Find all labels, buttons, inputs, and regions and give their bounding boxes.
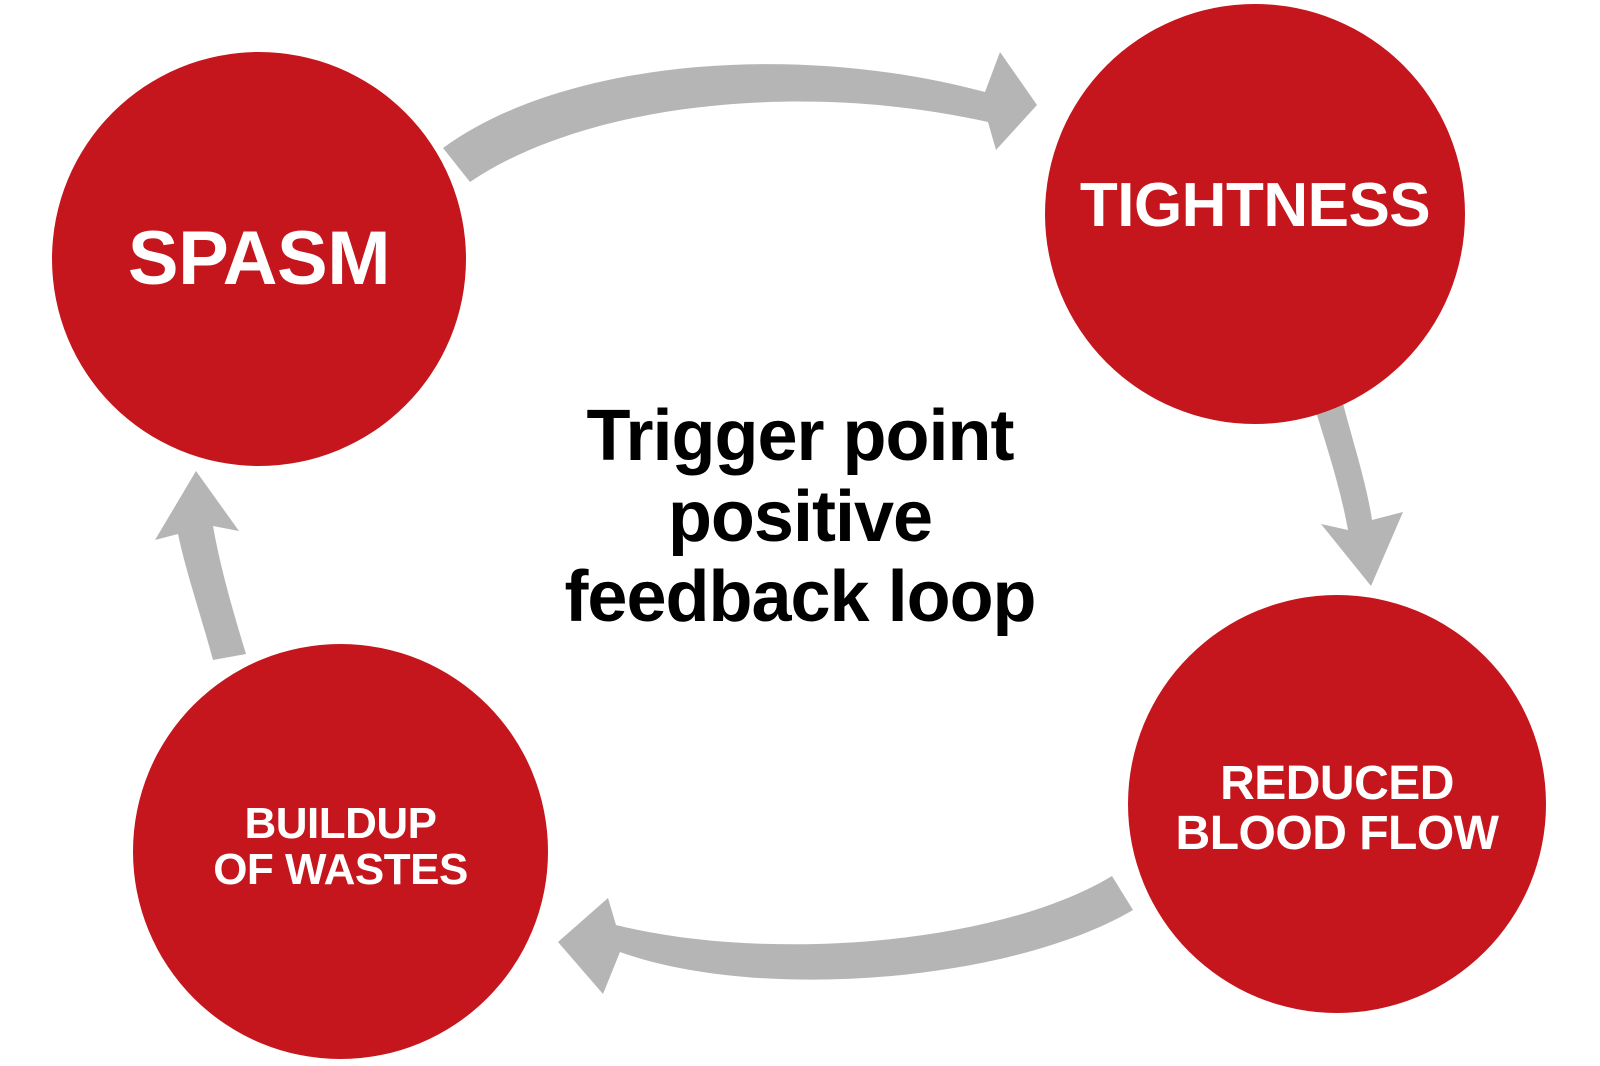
node-reduced-blood-flow-label: REDUCED BLOOD FLOW xyxy=(1176,759,1499,859)
node-buildup-of-wastes-label-line2: OF WASTES xyxy=(213,844,468,894)
arrow-buildup-to-spasm xyxy=(155,471,246,660)
diagram-title: Trigger point positive feedback loop xyxy=(440,396,1160,638)
node-buildup-of-wastes-label-line1: BUILDUP xyxy=(244,798,437,848)
node-tightness-label: TIGHTNESS xyxy=(1079,170,1431,240)
arrow-tightness-to-reduced-blood-flow xyxy=(1311,388,1403,586)
diagram-title-line3: feedback loop xyxy=(564,557,1036,638)
node-tightness[interactable]: TIGHTNESS xyxy=(1045,4,1465,424)
diagram-title-line2: positive xyxy=(667,476,933,557)
node-reduced-blood-flow-label-line2: BLOOD FLOW xyxy=(1175,807,1499,860)
arrow-spasm-to-tightness xyxy=(443,52,1037,182)
node-buildup-of-wastes[interactable]: BUILDUP OF WASTES xyxy=(133,644,548,1059)
node-spasm[interactable]: SPASM xyxy=(52,52,466,466)
node-reduced-blood-flow[interactable]: REDUCED BLOOD FLOW xyxy=(1128,595,1546,1013)
diagram-title-line1: Trigger point xyxy=(586,396,1015,476)
node-spasm-label: SPASM xyxy=(127,216,391,302)
node-reduced-blood-flow-label-line1: REDUCED xyxy=(1220,757,1454,811)
node-buildup-of-wastes-label: BUILDUP OF WASTES xyxy=(213,798,468,894)
arrow-reduced-blood-flow-to-buildup xyxy=(558,876,1133,994)
